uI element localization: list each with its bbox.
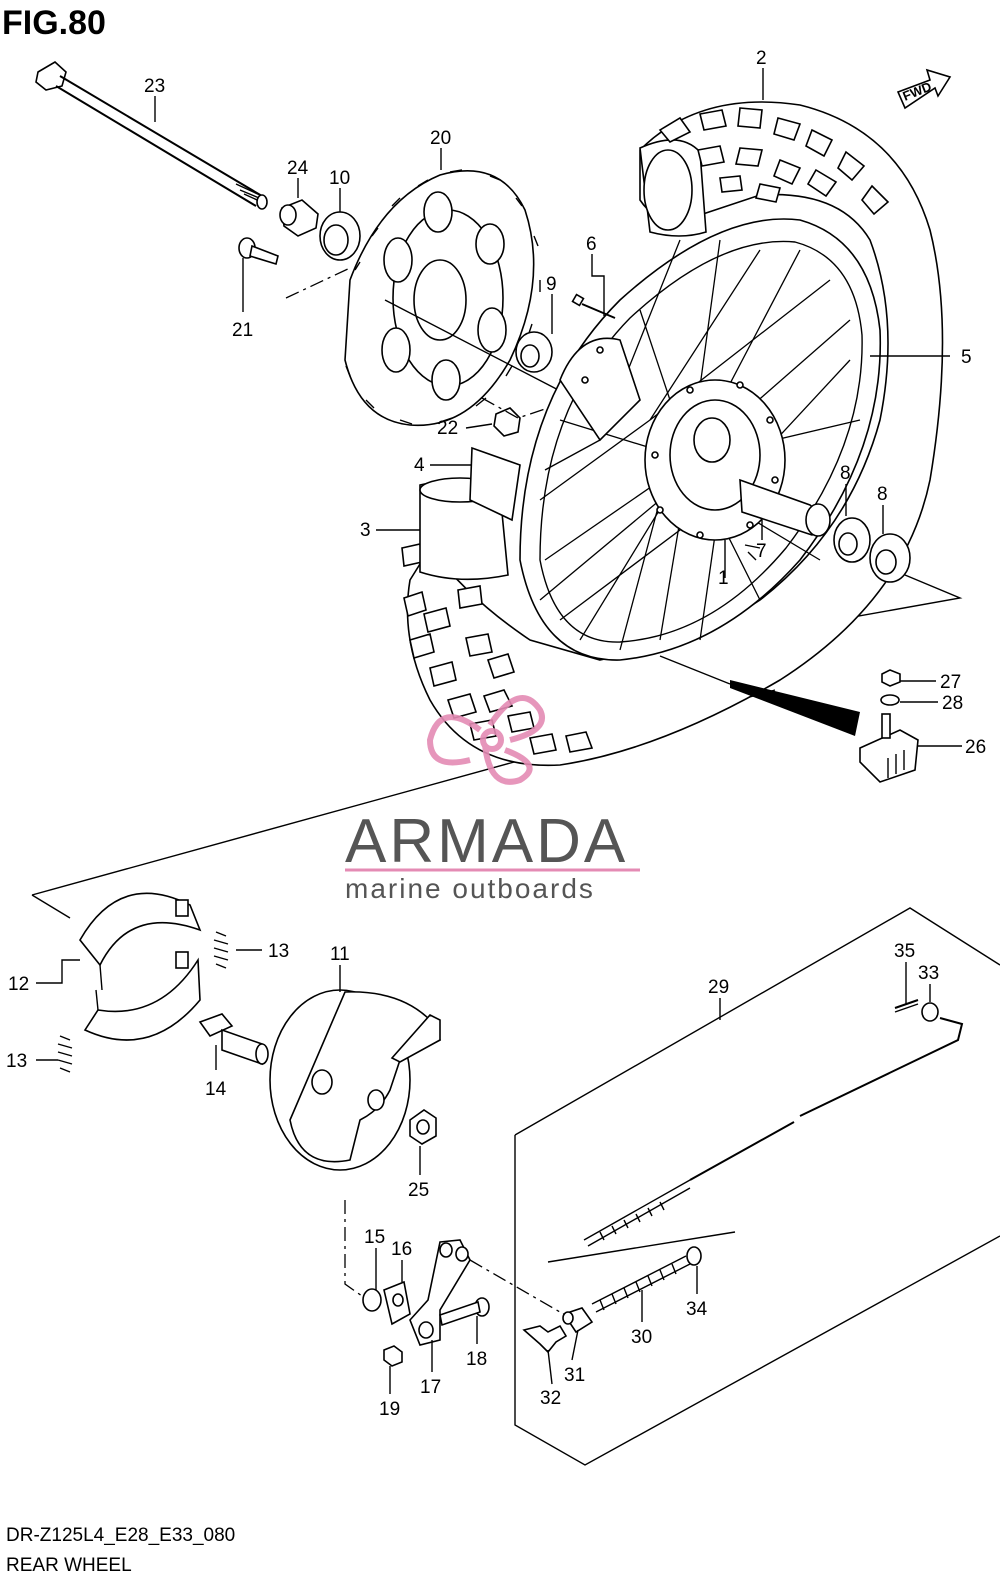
callout-22: 22 xyxy=(437,418,458,439)
brake-shoe-spring-1[interactable] xyxy=(213,931,229,969)
callout-23: 23 xyxy=(144,76,165,97)
brake-rod[interactable] xyxy=(583,1017,964,1247)
callout-11: 11 xyxy=(330,944,350,965)
watermark-propeller-logo xyxy=(426,695,545,785)
callout-14: 14 xyxy=(205,1079,227,1100)
figure-caption: REAR WHEEL xyxy=(6,1555,132,1576)
callout-9: 9 xyxy=(546,274,557,295)
callout-13b: 13 xyxy=(6,1051,27,1072)
callout-28: 28 xyxy=(942,693,963,714)
seal-ring[interactable] xyxy=(362,1288,382,1312)
watermark-brand: ARMADA xyxy=(345,807,628,876)
callout-8b: 8 xyxy=(877,484,888,505)
spring-washer[interactable] xyxy=(686,1246,702,1266)
brake-cam-lever[interactable] xyxy=(409,1239,471,1346)
sprocket-mounting-bearing[interactable] xyxy=(515,331,553,373)
rim-lock-nut[interactable] xyxy=(881,669,901,687)
rim-band[interactable] xyxy=(469,446,521,522)
rear-tire[interactable] xyxy=(401,101,944,767)
leader-lines xyxy=(36,68,962,1394)
callout-8a: 8 xyxy=(840,463,851,484)
callout-27: 27 xyxy=(940,672,961,693)
callout-4: 4 xyxy=(414,455,425,476)
sprocket-bolt[interactable] xyxy=(238,237,279,266)
rear-sprocket[interactable] xyxy=(344,169,541,427)
oil-seal[interactable] xyxy=(319,211,361,261)
spoke-nipple[interactable] xyxy=(571,293,616,319)
callout-21: 21 xyxy=(232,320,253,341)
callout-25: 25 xyxy=(408,1180,429,1201)
model-code: DR-Z125L4_E28_E33_080 xyxy=(6,1525,236,1546)
callout-15: 15 xyxy=(364,1227,385,1248)
brake-rod-washer[interactable] xyxy=(921,1002,939,1022)
rear-hub[interactable] xyxy=(559,337,831,541)
callout-32: 32 xyxy=(540,1388,561,1409)
callout-3: 3 xyxy=(360,520,371,541)
callout-7: 7 xyxy=(756,541,767,562)
callout-29: 29 xyxy=(708,977,729,998)
forward-direction-arrow: FWD xyxy=(896,68,952,110)
brake-cam-lever-bolt[interactable] xyxy=(439,1297,490,1327)
brake-rod-joint[interactable] xyxy=(562,1307,594,1334)
brake-panel-nut[interactable] xyxy=(409,1109,437,1145)
callout-16: 16 xyxy=(391,1239,412,1260)
rear-axle[interactable] xyxy=(35,61,268,210)
callout-34: 34 xyxy=(686,1299,708,1320)
brake-cam-indicator-plate[interactable] xyxy=(383,1280,411,1326)
callout-6: 6 xyxy=(586,234,597,255)
callout-1: 1 xyxy=(718,568,729,589)
callout-19: 19 xyxy=(379,1399,400,1420)
wheel-bearing-2[interactable] xyxy=(869,533,911,583)
rim-lock-washer[interactable] xyxy=(880,694,900,706)
brake-adjusting-nut[interactable] xyxy=(522,1324,568,1354)
callout-12: 12 xyxy=(8,974,29,995)
watermark-tagline: marine outboards xyxy=(345,873,595,904)
callout-numbers: 2 23 20 24 10 6 9 21 5 22 4 8 8 3 7 1 27… xyxy=(6,48,986,1420)
spoke-set[interactable] xyxy=(744,544,761,561)
callout-30: 30 xyxy=(631,1327,652,1348)
callout-26: 26 xyxy=(965,737,986,758)
callout-33: 33 xyxy=(918,963,939,984)
callout-24: 24 xyxy=(287,158,309,179)
callout-13a: 13 xyxy=(268,941,289,962)
brake-shoe-set[interactable] xyxy=(79,892,202,1041)
callout-20: 20 xyxy=(430,128,451,149)
brake-camshaft[interactable] xyxy=(198,1013,269,1066)
brake-cam-lever-nut[interactable] xyxy=(383,1345,403,1367)
watermark: ARMADA marine outboards xyxy=(345,695,640,904)
axle-spacer[interactable] xyxy=(279,199,319,237)
brake-rod-spring[interactable] xyxy=(591,1255,691,1313)
callout-35: 35 xyxy=(894,941,915,962)
callout-2: 2 xyxy=(756,48,767,69)
brake-shoe-spring-2[interactable] xyxy=(57,1035,73,1073)
wheel-bearing-1[interactable] xyxy=(833,517,871,563)
callout-18: 18 xyxy=(466,1349,487,1370)
callout-17: 17 xyxy=(420,1377,441,1398)
callout-5: 5 xyxy=(961,347,972,368)
rim-lock[interactable] xyxy=(859,713,919,783)
brake-rod-group-outline xyxy=(514,907,1000,1466)
callout-10: 10 xyxy=(329,168,350,189)
callout-31: 31 xyxy=(564,1365,585,1386)
brake-panel[interactable] xyxy=(269,989,442,1171)
figure-title: FIG.80 xyxy=(2,4,106,42)
